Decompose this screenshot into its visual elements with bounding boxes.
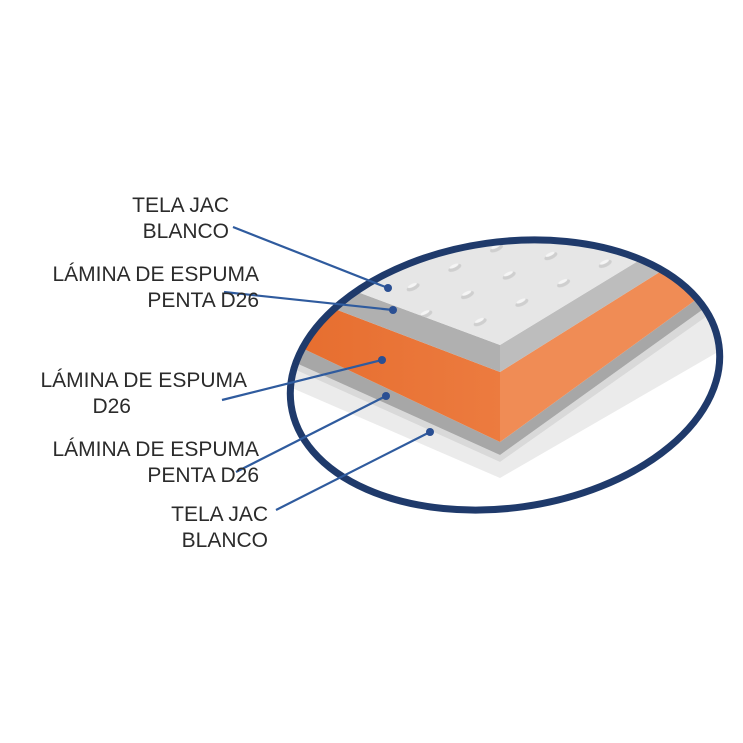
label-top-fabric-line1: TELA JAC <box>132 194 229 217</box>
dot-top-penta <box>389 306 397 314</box>
dot-core <box>378 356 386 364</box>
label-bottom-fabric-line2: BLANCO <box>181 529 268 552</box>
leader-line-top-penta <box>223 290 394 312</box>
leader-dots <box>378 284 434 436</box>
label-bottom-penta-line1: LÁMINA DE ESPUMA <box>52 438 259 461</box>
leader-line-bottom-penta <box>235 395 387 473</box>
core-layer-front <box>285 290 500 442</box>
label-bottom-fabric-line1: TELA JAC <box>171 503 268 526</box>
leader-line-bottom-fabric <box>275 431 431 511</box>
dot-bottom-penta <box>382 392 390 400</box>
core-layer-side <box>500 228 730 442</box>
label-bottom-penta-line2: PENTA D26 <box>147 464 259 487</box>
bottom-fabric-layer <box>285 300 730 478</box>
label-core-line2: D26 <box>92 395 131 418</box>
leader-lines <box>221 225 431 511</box>
dot-bottom-fabric <box>426 428 434 436</box>
label-core-line1: LÁMINA DE ESPUMA <box>40 369 247 392</box>
label-top-fabric: TELA JAC BLANCO <box>132 193 229 245</box>
label-top-penta: LÁMINA DE ESPUMA PENTA D26 <box>52 262 259 314</box>
detail-ring <box>286 236 724 514</box>
mattress-layers <box>285 213 730 478</box>
label-bottom-penta: LÁMINA DE ESPUMA PENTA D26 <box>52 437 259 489</box>
leader-line-core <box>221 358 383 402</box>
label-bottom-fabric: TELA JAC BLANCO <box>171 502 268 554</box>
leader-line-top-fabric <box>232 225 389 290</box>
label-top-penta-line1: LÁMINA DE ESPUMA <box>52 263 259 286</box>
label-top-fabric-line2: BLANCO <box>142 220 229 243</box>
label-top-penta-line2: PENTA D26 <box>147 289 259 312</box>
dot-top-fabric <box>384 284 392 292</box>
label-core: LÁMINA DE ESPUMA D26 <box>40 368 247 420</box>
